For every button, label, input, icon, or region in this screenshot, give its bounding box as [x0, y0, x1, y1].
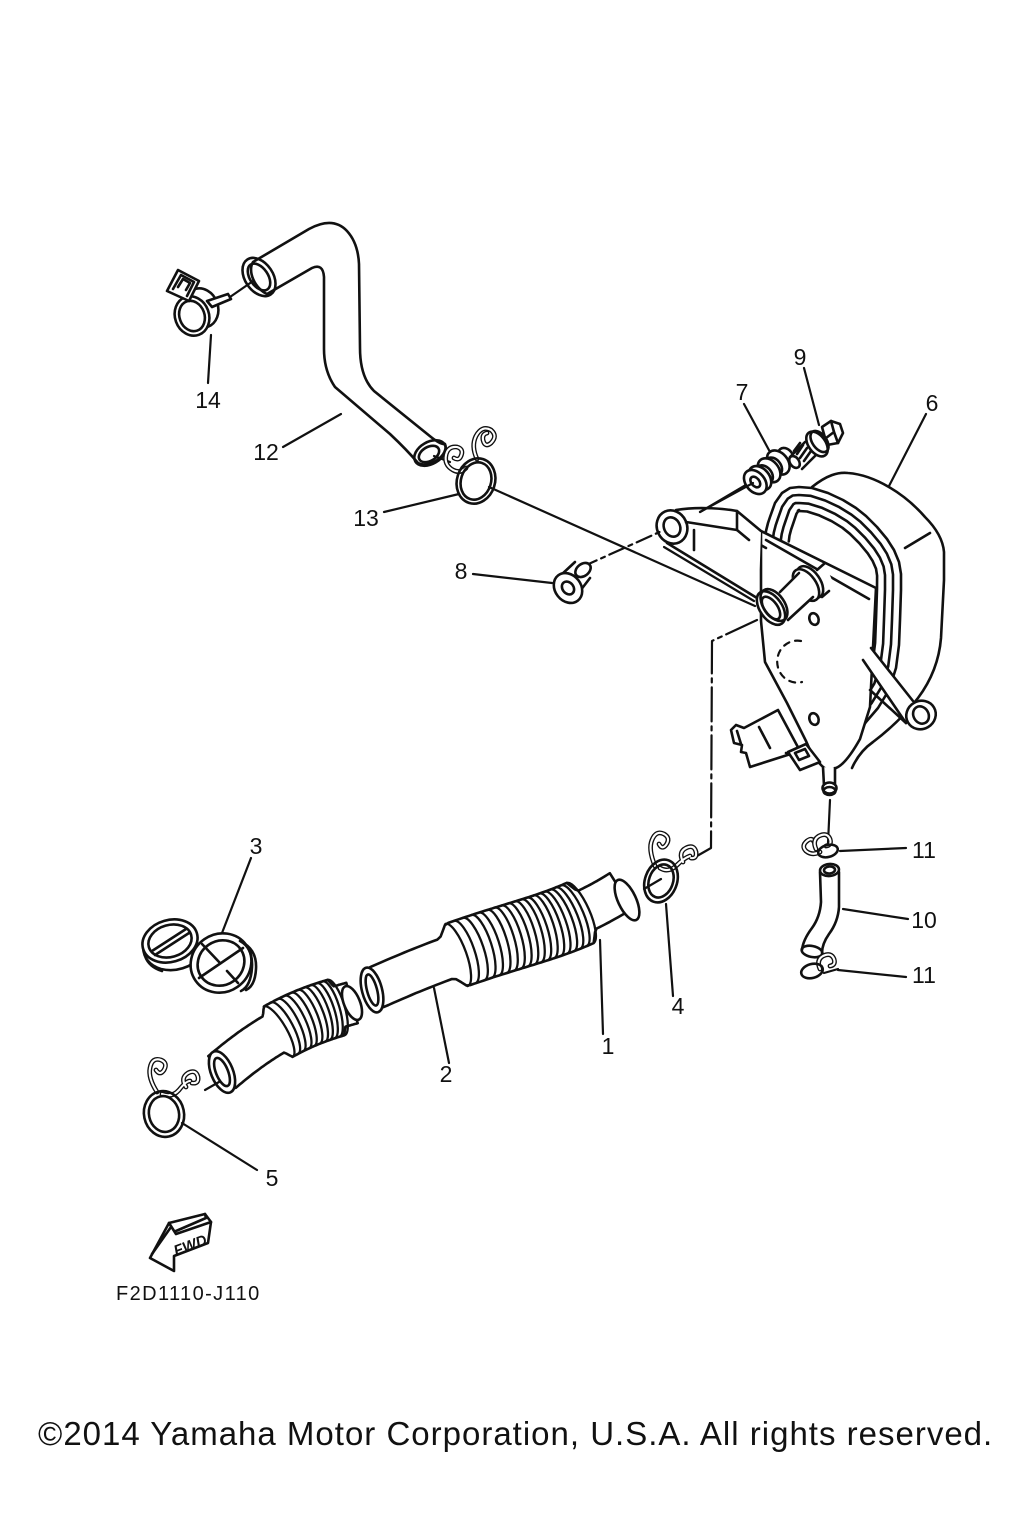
svg-text:12: 12	[253, 439, 279, 465]
svg-text:5: 5	[266, 1165, 279, 1191]
svg-text:8: 8	[455, 558, 468, 584]
svg-text:11: 11	[912, 962, 936, 988]
svg-text:11: 11	[912, 837, 936, 863]
svg-text:6: 6	[926, 390, 939, 416]
svg-text:14: 14	[195, 387, 221, 413]
svg-text:1: 1	[602, 1033, 615, 1059]
svg-text:10: 10	[911, 907, 937, 933]
svg-text:3: 3	[250, 833, 263, 859]
svg-text:4: 4	[672, 993, 685, 1019]
svg-text:2: 2	[440, 1061, 453, 1087]
svg-text:9: 9	[794, 344, 807, 370]
svg-text:13: 13	[353, 505, 379, 531]
svg-text:7: 7	[736, 379, 749, 405]
